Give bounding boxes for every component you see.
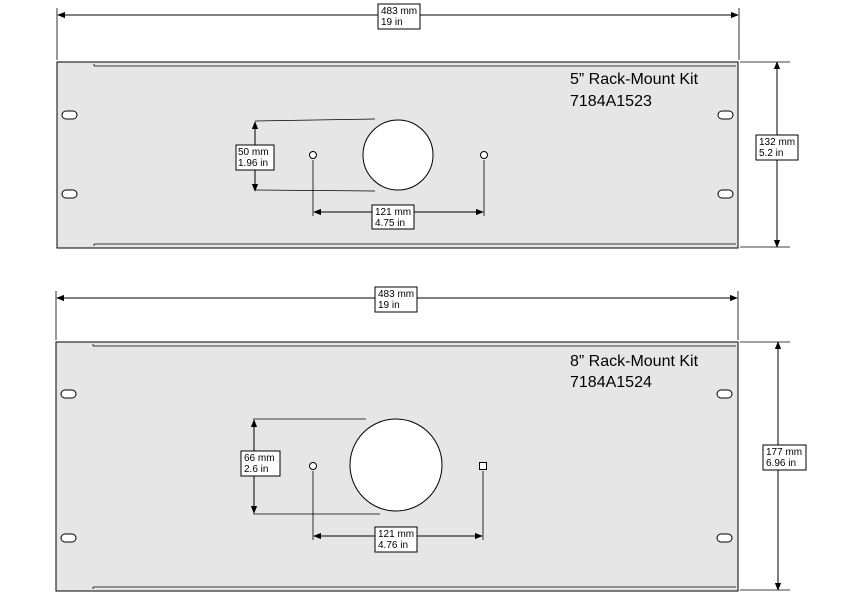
panel-top-group: 483 mm 19 in 5” Rack-Mount Kit 7184A1523… xyxy=(56,3,799,249)
panel-bottom-part-number: 7184A1524 xyxy=(570,374,652,391)
panel-top-height-in: 5.2 in xyxy=(759,148,783,159)
panel-top-width-mm: 483 mm xyxy=(381,6,417,17)
mounting-slot xyxy=(60,533,77,543)
mounting-slot xyxy=(716,389,733,399)
panel-top-hole-diameter-box xyxy=(235,144,275,171)
panel-bottom-width-box xyxy=(374,286,418,313)
panel-bottom-group: 483 mm 19 in 8” Rack-Mount Kit 7184A1524… xyxy=(55,286,807,592)
panel-bottom-hole-spacing-in: 4.76 in xyxy=(378,540,408,551)
panel-bottom-hole-diameter-box xyxy=(240,450,281,477)
screw-hole xyxy=(309,462,317,470)
panel-top-height-mm: 132 mm xyxy=(759,137,795,148)
panel-top-height-box xyxy=(755,134,799,161)
panel-bottom-hole-diameter-mm: 66 mm xyxy=(244,453,275,464)
mounting-slot xyxy=(60,389,77,399)
mounting-slot xyxy=(61,110,78,120)
extension-line xyxy=(254,189,376,192)
panel-top-hole-diameter-mm: 50 mm xyxy=(238,147,269,158)
panel-bottom-width-in: 19 in xyxy=(378,300,400,311)
panel-top-hole-spacing-box xyxy=(371,204,415,230)
panel-top-width-box xyxy=(377,3,421,30)
panel-bottom-title: 8” Rack-Mount Kit xyxy=(570,353,699,370)
panel-top-hole-diameter-in: 1.96 in xyxy=(238,158,268,169)
mounting-slot xyxy=(717,189,734,199)
screw-hole xyxy=(479,462,487,470)
screw-hole xyxy=(309,151,317,159)
panel-top-part-number: 7184A1523 xyxy=(570,93,652,110)
panel-bottom-height-in: 6.96 in xyxy=(766,458,796,469)
panel-bottom-hole-spacing-mm: 121 mm xyxy=(378,529,414,540)
panel-bottom-height-mm: 177 mm xyxy=(766,447,802,458)
extension-line xyxy=(254,118,376,122)
panel-bottom-width-mm: 483 mm xyxy=(378,289,414,300)
panel-top-hole-spacing-mm: 121 mm xyxy=(375,207,411,218)
mounting-slot xyxy=(716,533,733,543)
mounting-slot xyxy=(717,110,734,120)
panel-top-title: 5” Rack-Mount Kit xyxy=(570,71,699,88)
panel-bottom-cutout-hole xyxy=(349,418,443,512)
panel-bottom-hole-diameter-in: 2.6 in xyxy=(244,464,268,475)
panel-top-cutout-hole xyxy=(362,119,434,191)
panel-top-hole-spacing-in: 4.75 in xyxy=(375,218,405,229)
panel-top-width-in: 19 in xyxy=(381,17,403,28)
mounting-slot xyxy=(61,189,78,199)
screw-hole xyxy=(480,151,488,159)
panel-bottom-height-box xyxy=(762,444,807,471)
panel-bottom-hole-spacing-box xyxy=(374,526,418,553)
